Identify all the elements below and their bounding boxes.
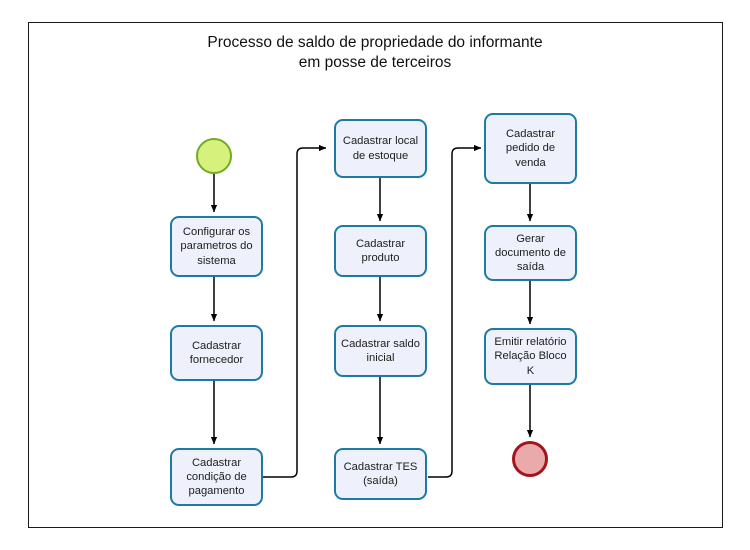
task-emitir-relatorio-bloco-k[interactable]: Emitir relatório Relação Bloco K: [484, 328, 577, 385]
start-event-circle[interactable]: [196, 138, 232, 174]
task-cadastrar-tes-saida[interactable]: Cadastrar TES (saída): [334, 448, 427, 500]
task-cadastrar-local-estoque[interactable]: Cadastrar local de estoque: [334, 119, 427, 178]
task-configurar-parametros[interactable]: Configurar os parametros do sistema: [170, 216, 263, 277]
task-cadastrar-fornecedor[interactable]: Cadastrar fornecedor: [170, 325, 263, 381]
diagram-title: Processo de saldo de propriedade do info…: [207, 34, 543, 72]
task-cadastrar-saldo-inicial[interactable]: Cadastrar saldo inicial: [334, 325, 427, 377]
task-cadastrar-produto[interactable]: Cadastrar produto: [334, 225, 427, 277]
task-cadastrar-pedido-venda[interactable]: Cadastrar pedido de venda: [484, 113, 577, 184]
end-event-circle[interactable]: [512, 441, 548, 477]
task-cadastrar-condicao-pagamento[interactable]: Cadastrar condição de pagamento: [170, 448, 263, 506]
task-gerar-documento-saida[interactable]: Gerar documento de saída: [484, 225, 577, 281]
